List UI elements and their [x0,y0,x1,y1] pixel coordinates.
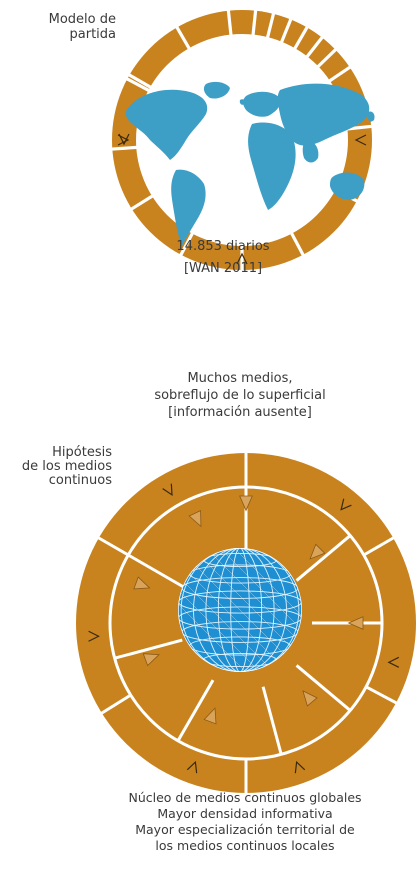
top-starting-model-ring [110,8,374,272]
bottom-caption-line-3: Mayor especialización territorial de [135,822,355,837]
flow-arrow [239,495,253,512]
globe-mesh [205,548,302,672]
continent [367,111,375,122]
globe-longitude [230,548,250,672]
bottom-ring-tick [340,498,352,511]
bottom-label-line-3: continuos [48,473,112,488]
top-ring-separator [251,8,258,37]
bottom-inner-spoke [261,686,283,755]
continent [302,140,319,163]
stat-value: 14.853 diarios [176,239,270,254]
bottom-label: Hipótesis de los medios continuos [8,446,112,488]
bottom-caption: Núcleo de medios continuos globales Mayo… [100,790,390,854]
top-ring-separator [178,231,195,258]
globe-mesh [178,548,247,672]
bottom-ring-tick [88,630,100,642]
globe-longitude [180,548,300,672]
flow-arrow [142,653,160,667]
top-caption: Muchos medios, sobreflujo de lo superfic… [120,370,360,421]
top-ring-tick [117,134,130,146]
world-map-icon [125,81,375,246]
top-stat: 14.853 diarios [WAN 2011] [168,236,278,280]
bottom-outer-separator [96,535,129,557]
globe-mesh [178,548,302,672]
globe-mesh [219,548,302,672]
top-ring-separator [279,17,293,45]
bottom-outer-separator [365,685,399,706]
bottom-caption-line-1: Núcleo de medios continuos globales [128,790,362,805]
continent [248,122,296,210]
top-ring-tick [118,133,130,146]
flow-arrow [203,707,217,725]
top-caption-line-1: Muchos medios, [187,371,293,386]
globe-mesh [233,548,302,672]
continent [203,81,230,99]
bottom-caption-line-4: los medios continuos locales [155,838,335,853]
top-ring-separator [292,24,310,51]
continent [330,172,365,200]
globe-longitude [217,548,263,672]
globe-longitude [193,548,287,672]
flow-arrow [133,576,151,590]
globe-longitude [205,548,275,672]
bottom-inner-spoke [114,638,183,660]
top-ring-separator [226,8,233,37]
bottom-caption-line-2: Mayor densidad informativa [157,806,333,821]
top-ring-separator [129,193,155,212]
top-ring-separator [315,47,339,69]
stat-source: [WAN 2011] [183,261,263,276]
top-ring-separator [289,231,306,258]
top-ring-separator [124,76,151,93]
top-ring-separator [327,64,353,84]
continent [125,89,208,160]
bottom-label-line-2: de los medios [21,459,112,474]
top-ring-separator [304,34,325,60]
bottom-inner-spoke [176,679,215,742]
flow-arrow [188,510,202,528]
top-ring-separator [174,24,192,51]
flow-arrow [309,543,326,560]
top-label: Modelo de partida [20,12,116,42]
continent [171,169,206,246]
bottom-inner-ring [114,487,382,755]
continent [243,91,281,117]
top-ring-separator [126,72,153,90]
continent [277,83,370,146]
bottom-inner-spoke [127,553,190,592]
bottom-inner-spoke [295,664,352,712]
bottom-ring-tick [162,483,173,496]
bottom-ring-tick [294,760,306,774]
flow-arrow [347,616,364,630]
globe-mesh [178,548,261,672]
top-caption-line-3: [información ausente] [168,405,312,420]
bottom-outer-separator [363,535,396,557]
top-ring-separator [345,124,374,131]
bottom-inner-spoke [295,534,352,582]
globe-mesh [178,548,275,672]
top-ring-separator [110,145,139,151]
bottom-outer-separator [99,693,132,716]
top-caption-line-2: sobreflujo de lo superficial [154,388,326,403]
continent [239,99,246,105]
bottom-flow-arrows [133,495,364,725]
top-ring-tick [354,134,367,146]
bottom-ring-tick [186,760,198,774]
bottom-ring-tick [387,656,400,668]
bottom-label-line-1: Hipótesis [52,445,112,460]
flow-arrow [302,690,318,707]
top-ring-separator [265,11,276,40]
top-label-line-1: Modelo de [48,12,116,27]
top-label-line-2: partida [69,27,117,42]
top-ring-tick [236,252,248,265]
